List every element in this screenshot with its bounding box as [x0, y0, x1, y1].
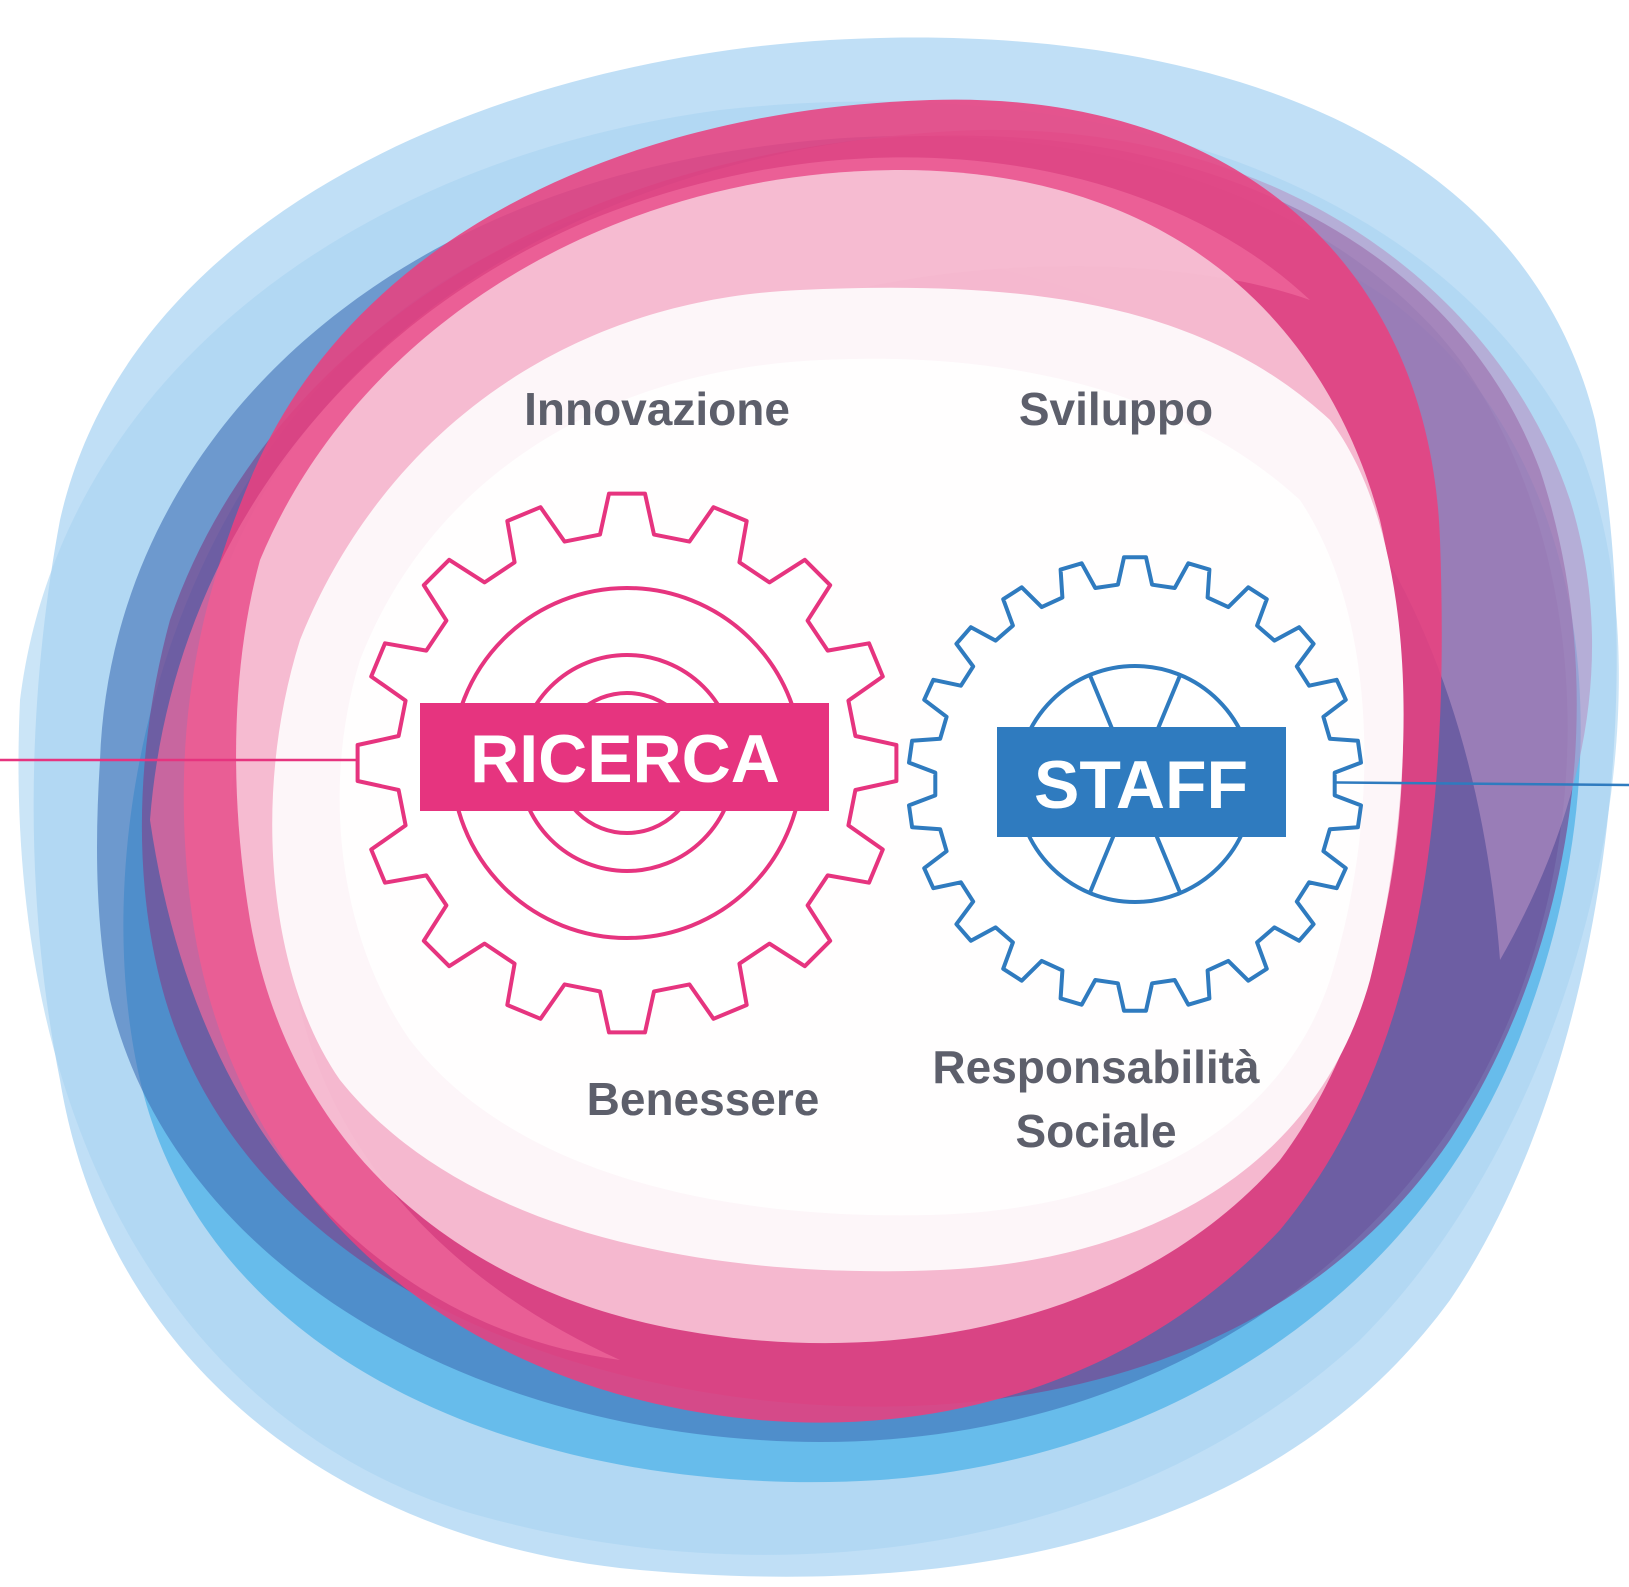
label-sociale: Sociale	[1015, 1105, 1176, 1157]
staff-badge: STAFF	[997, 727, 1286, 837]
label-benessere: Benessere	[587, 1073, 820, 1125]
label-innovazione: Innovazione	[524, 383, 790, 435]
staff-badge-label: STAFF	[1034, 747, 1248, 823]
ricerca-badge-bg	[420, 703, 829, 811]
ricerca-badge-label: RICERCA	[470, 721, 780, 797]
label-sviluppo: Sviluppo	[1019, 383, 1213, 435]
right-connector-line	[1279, 780, 1629, 787]
label-responsabilita: Responsabilità	[932, 1041, 1260, 1093]
staff-badge-bg	[997, 727, 1286, 837]
ricerca-badge: RICERCA	[420, 703, 829, 811]
